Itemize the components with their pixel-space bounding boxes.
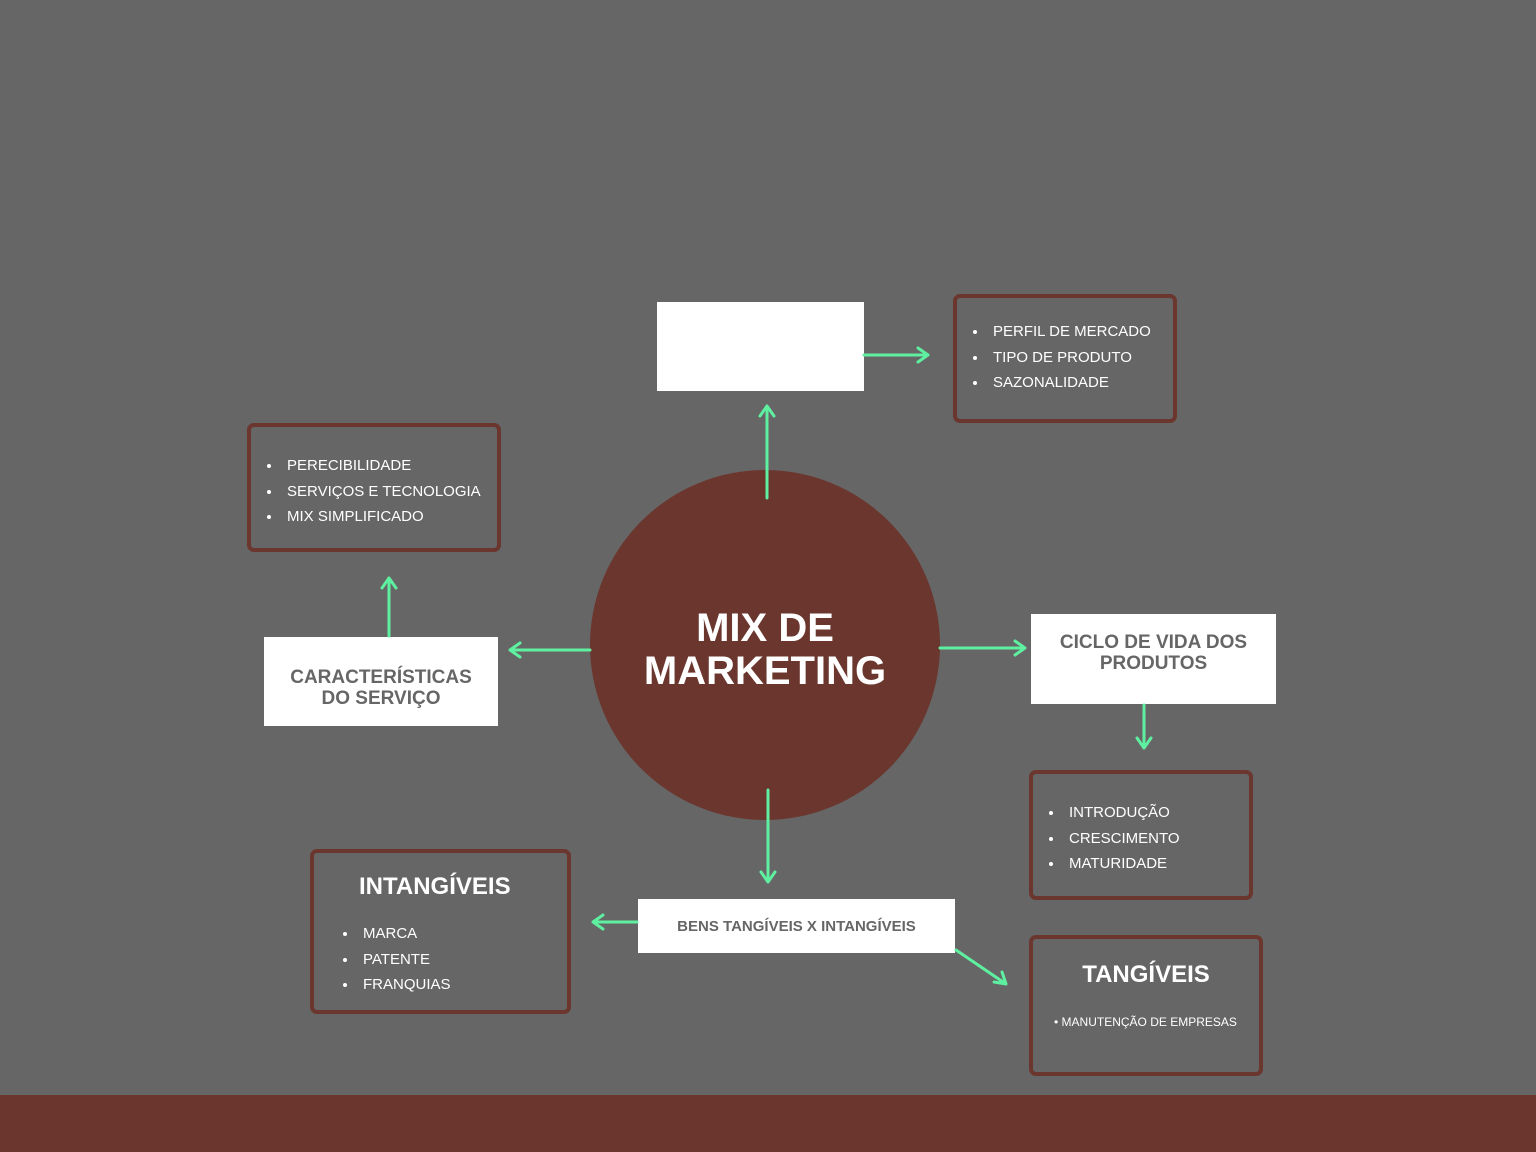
arrow-left-icon bbox=[508, 641, 592, 659]
list-item: MARCA bbox=[327, 921, 567, 947]
center-title-line1: MIX DE bbox=[696, 606, 834, 650]
arrow-right-icon bbox=[862, 346, 930, 364]
ciclo-line2: PRODUTOS bbox=[1099, 653, 1208, 674]
arrow-down-icon bbox=[759, 788, 777, 884]
arrow-diagonal-icon bbox=[954, 948, 1008, 986]
caracteristicas-line1: CARACTERÍSTICAS bbox=[290, 666, 472, 688]
list-item: MIX SIMPLIFICADO bbox=[251, 504, 497, 530]
list-item: CRESCIMENTO bbox=[1033, 826, 1249, 852]
arrow-up-icon bbox=[380, 576, 398, 638]
tangiveis-box: TANGÍVEIS • MANUTENÇÃO DE EMPRESAS bbox=[1029, 935, 1263, 1076]
list-item: INTRODUÇÃO bbox=[1033, 800, 1249, 826]
arrow-up-icon bbox=[758, 404, 776, 500]
arrow-down-icon bbox=[1135, 703, 1153, 750]
list-item: PERFIL DE MERCADO bbox=[957, 319, 1173, 345]
list-item: PATENTE bbox=[327, 947, 567, 973]
arrow-left-icon bbox=[591, 913, 639, 931]
arrow-right-icon bbox=[938, 639, 1027, 657]
tangiveis-title: TANGÍVEIS bbox=[1082, 961, 1210, 988]
top-blank-node bbox=[657, 302, 864, 391]
bens-node: BENS TANGÍVEIS X INTANGÍVEIS bbox=[638, 899, 955, 953]
center-title-line2: MARKETING bbox=[643, 649, 887, 693]
list-item: SERVIÇOS E TECNOLOGIA bbox=[251, 479, 497, 505]
list-item: SAZONALIDADE bbox=[957, 370, 1173, 396]
list-item: FRANQUIAS bbox=[327, 972, 567, 998]
caracteristicas-line2: DO SERVIÇO bbox=[321, 687, 441, 709]
ciclo-line1: CICLO DE VIDA DOS bbox=[1059, 632, 1248, 653]
intangiveis-title: INTANGÍVEIS bbox=[359, 873, 511, 900]
list-item: MATURIDADE bbox=[1033, 851, 1249, 877]
list-item: PERECIBILIDADE bbox=[251, 453, 497, 479]
footer-band bbox=[0, 1095, 1536, 1152]
list-item: TIPO DE PRODUTO bbox=[957, 345, 1173, 371]
tangiveis-item: • MANUTENÇÃO DE EMPRESAS bbox=[1054, 1015, 1237, 1029]
